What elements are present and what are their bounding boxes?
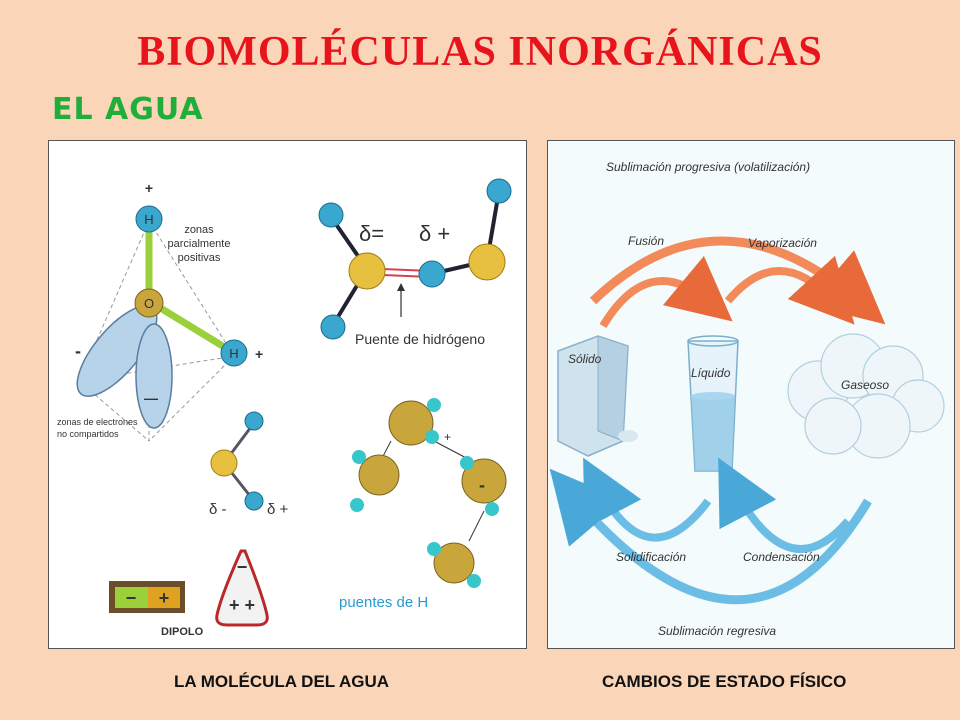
plus-right-label: +: [255, 346, 263, 362]
hbond-o2: [468, 243, 506, 281]
h-right-label: H: [229, 346, 238, 361]
dipole-label: DIPOLO: [161, 626, 204, 638]
zones-positive-line2: parcialmente: [168, 238, 231, 250]
hbond-delta-plus: δ +: [419, 221, 450, 246]
dipole-negative-pole: [115, 587, 148, 608]
small-delta-minus: δ -: [209, 501, 227, 518]
water-molecule-diagram: H O H + + - — zonas parcialmente positiv…: [57, 178, 512, 638]
hbond-h3: [418, 260, 446, 288]
hbond-label: Puente de hidrógeno: [355, 331, 485, 347]
zones-negative-line2: no compartidos: [57, 429, 119, 439]
liquid-label: Líquido: [691, 366, 731, 380]
fusion-arrow: [599, 255, 733, 329]
dipole-positive-pole: [148, 587, 180, 608]
fusion-label: Fusión: [628, 234, 664, 248]
condensation-arrow: [718, 457, 852, 553]
zones-positive-line1: zonas: [184, 224, 214, 236]
solid-label: Sólido: [568, 352, 602, 366]
network-label: puentes de H: [339, 594, 428, 611]
hbond-o1: [348, 252, 386, 290]
small-water-molecule: δ - δ +: [209, 411, 289, 518]
hbond-h4: [486, 178, 512, 204]
hbond-diagram: δ= δ + Puente de hidrógeno: [318, 178, 512, 347]
vaporization-arrow: [724, 255, 855, 325]
dipole-diagram: − + DIPOLO − + +: [109, 549, 269, 638]
water-molecule-panel: H O H + + - — zonas parcialmente positiv…: [48, 140, 527, 649]
lone-pair-bottom: [135, 323, 173, 429]
minus-left-label: -: [75, 341, 81, 361]
states-of-matter-diagram: Sublimación progresiva (volatilización) …: [549, 160, 945, 638]
o-atom: [134, 288, 164, 318]
network-o4: [433, 542, 475, 584]
hbond-h2: [320, 314, 346, 340]
hbond-network: + - puentes de H: [339, 398, 507, 611]
liquid-glass: Líquido: [687, 335, 739, 472]
solid-ice: Sólido: [557, 335, 638, 457]
hbond-delta-minus: δ=: [359, 221, 384, 246]
sublimation-regressive-label: Sublimación regresiva: [658, 624, 776, 638]
triangle-plus: + +: [229, 595, 255, 615]
network-o1: [388, 400, 434, 446]
dipole-plus: +: [159, 588, 170, 608]
hbond-h1: [318, 202, 344, 228]
vaporization-label: Vaporización: [748, 236, 817, 250]
h-top-label: H: [144, 212, 153, 227]
network-plus: +: [444, 430, 451, 444]
small-delta-plus: δ +: [267, 501, 289, 518]
network-minus: -: [479, 475, 485, 495]
plus-top-label: +: [145, 180, 153, 196]
network-o2: [358, 454, 400, 496]
minus-bottom-label: —: [144, 390, 158, 406]
gas-cloud: Gaseoso: [787, 333, 945, 459]
gas-label: Gaseoso: [841, 378, 889, 392]
sublimation-progressive-label: Sublimación progresiva (volatilización): [606, 160, 810, 174]
slide-title: BIOMOLÉCULAS INORGÁNICAS: [137, 29, 823, 75]
h-atom-top: [135, 205, 163, 233]
condensation-label: Condensación: [743, 550, 820, 564]
sublimation-regressive-arrow: [549, 468, 872, 605]
dipole-triangle: [215, 549, 269, 627]
triangle-minus: −: [237, 557, 248, 577]
slide-subtitle: EL AGUA: [52, 92, 204, 127]
network-o3: [461, 458, 507, 504]
o-label: O: [144, 296, 154, 311]
states-of-matter-panel: Sublimación progresiva (volatilización) …: [547, 140, 955, 649]
zones-negative-line1: zonas de electrones: [57, 417, 138, 427]
dipole-minus: −: [126, 588, 137, 608]
zones-positive-line3: positivas: [178, 252, 221, 264]
states-caption: CAMBIOS DE ESTADO FÍSICO: [602, 672, 847, 691]
solidification-arrow: [583, 457, 712, 542]
molecule-caption: LA MOLÉCULA DEL AGUA: [174, 672, 390, 691]
solidification-label: Solidificación: [616, 550, 686, 564]
h-atom-right: [220, 339, 248, 367]
bond-oh-right: [147, 298, 236, 356]
